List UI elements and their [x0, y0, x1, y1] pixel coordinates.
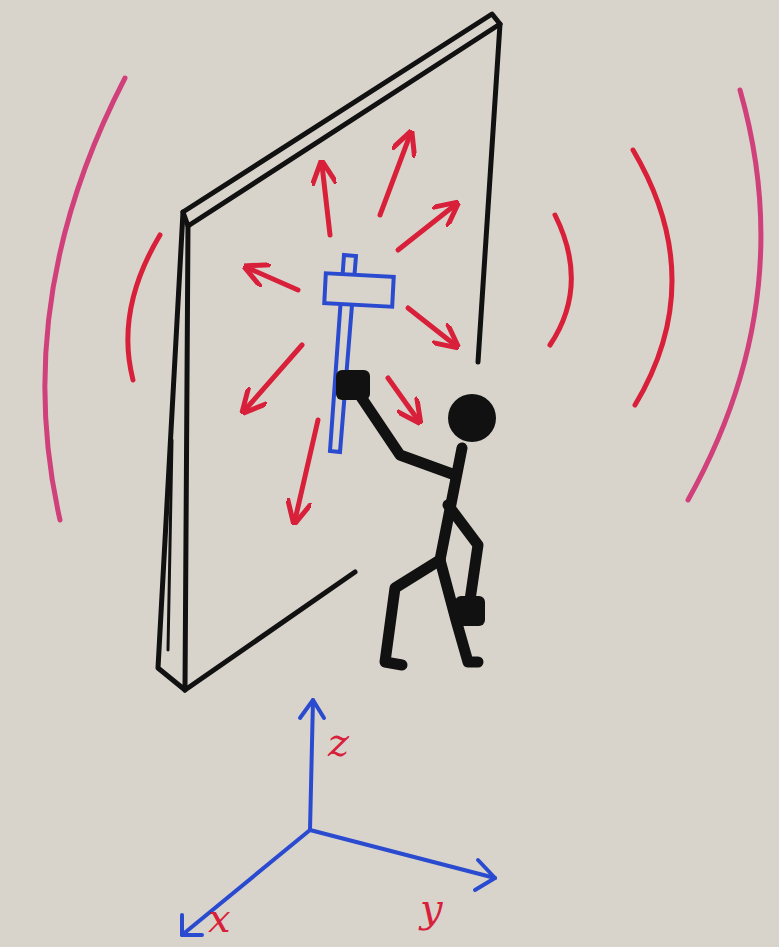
wall-bottom [185, 572, 355, 690]
vibration-arrow [388, 378, 418, 420]
wall-top [183, 14, 500, 226]
vibration-arrow [245, 345, 302, 410]
figure-arm [355, 388, 455, 475]
wave-arc [128, 235, 160, 380]
vibration-arrow [398, 205, 455, 250]
axis-head [182, 915, 202, 935]
axis-line [310, 700, 313, 830]
figure-head [448, 394, 496, 442]
vibration-arrow [295, 420, 318, 520]
hammer-head [324, 273, 393, 307]
wall [158, 14, 500, 690]
vibration-arrow [322, 165, 330, 235]
vibration-arrows [245, 135, 455, 520]
figure-leg [385, 560, 440, 665]
axis-label: y [420, 888, 443, 928]
vibration-arrow [380, 135, 410, 215]
axis-label: z [328, 722, 349, 762]
wall-side [158, 212, 188, 690]
wave-arc [633, 150, 672, 405]
vibration-arrow [248, 268, 298, 290]
wall-side-line [168, 440, 172, 650]
wall-edge [478, 24, 500, 362]
wave-arc [688, 90, 761, 500]
sound-waves [45, 78, 761, 520]
axis-line [310, 830, 495, 878]
axis-line [182, 830, 310, 935]
axis-head [475, 860, 495, 890]
figure-hand [336, 370, 370, 400]
vibration-arrow [408, 308, 455, 345]
axis-head [300, 700, 324, 718]
figure-hand [455, 596, 485, 626]
axis-label: x [208, 898, 231, 938]
wave-arc [550, 215, 571, 345]
wave-arc [45, 78, 125, 520]
